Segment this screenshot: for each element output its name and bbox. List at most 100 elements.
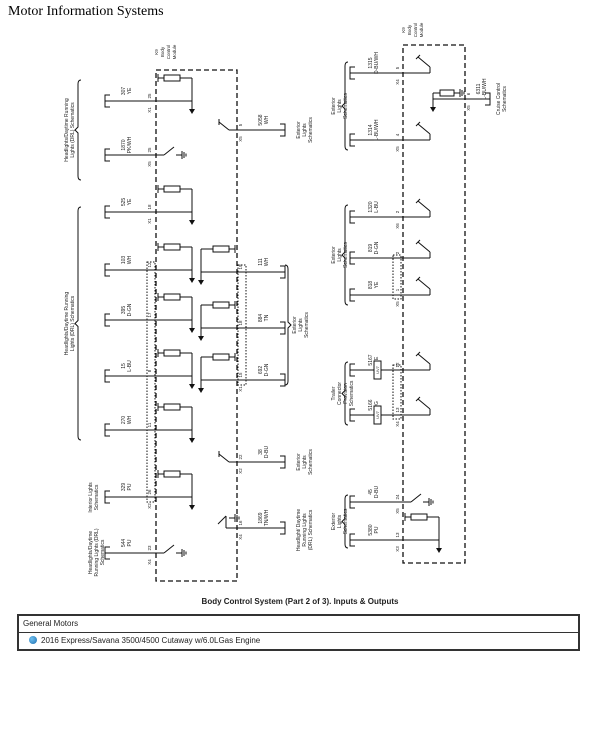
connector-label-line: X4 <box>238 534 243 540</box>
connector-label-line: X5 <box>395 146 400 152</box>
connector-label: X5 <box>395 146 400 152</box>
group-label: Headlights/DaytimeRunning Lights (DRL)Sc… <box>88 528 106 576</box>
wire-label: 5166OG <box>368 399 380 410</box>
pin-label: 5 <box>395 66 400 69</box>
vehicle-row[interactable]: 2016 Express/Savana 3500/4500 Cutaway w/… <box>19 632 578 649</box>
connector-outline <box>146 261 156 503</box>
body-control-module-box <box>155 69 238 582</box>
pin-label-line: 2 <box>395 210 400 213</box>
group-label-line: Headlight/ Daytime <box>296 509 302 551</box>
wire-label: 884TN <box>258 314 270 323</box>
wire-label-line: 111 <box>258 258 264 266</box>
pin-label: 17 <box>147 312 152 318</box>
wire-label-line: 270 <box>121 416 127 425</box>
connector-label: X4 <box>147 559 152 565</box>
wire-label-line: 5167 <box>368 354 374 365</box>
wire-label-line: L-BU/WH <box>482 78 488 100</box>
wire-label-line: WH <box>264 115 270 124</box>
pin-label-line: 23 <box>147 545 152 551</box>
group-label-line: Headlights/Daytime Running <box>64 292 70 356</box>
pin-label-line: 17 <box>147 312 152 318</box>
group-label-line: Exterior <box>331 513 337 531</box>
group-label: Headlights/Daytime RunningLights (DRL) S… <box>64 292 76 356</box>
wire-label-line: L-BU <box>374 201 380 213</box>
wire-label-line: 819 <box>368 244 374 253</box>
wire-label-line: D-BU/WH <box>374 52 380 74</box>
pin-label-line: 13 <box>395 407 400 413</box>
wire-label-line: 307 <box>121 87 127 96</box>
module-label: K9BodyControlModule <box>154 44 177 59</box>
group-label: Interior LightsSchematics <box>88 482 100 513</box>
group-label-line: Lights <box>337 248 343 262</box>
switch-icon <box>410 493 422 503</box>
group-label: ExteriorLightsSchematics <box>296 449 314 475</box>
pin-label-line: 11 <box>147 422 152 427</box>
group-label-line: Provision <box>343 383 349 404</box>
vehicle-link[interactable]: 2016 Express/Savana 3500/4500 Cutaway w/… <box>41 636 261 645</box>
pin-label-line: 15 <box>238 372 243 378</box>
wire-label-line: 544 <box>121 539 127 548</box>
connector-outline <box>392 254 402 300</box>
group-label-line: Interior Lights <box>88 482 94 513</box>
connector-label-line: X2 <box>147 503 152 509</box>
connector-label: X2 <box>147 503 152 509</box>
switch-icon <box>415 198 421 204</box>
pin-label-line: 8 <box>147 369 152 372</box>
pin-label: 26 <box>147 489 152 495</box>
wire-label-line: 692 <box>258 366 264 375</box>
brace <box>341 204 349 306</box>
connector-label-line: X5 <box>147 161 152 167</box>
group-label-line: Schematics <box>100 539 106 565</box>
wire-label-line: 1320 <box>368 201 374 212</box>
ground-icon <box>229 514 240 522</box>
inline-device <box>373 360 382 380</box>
connector-outline <box>392 364 402 420</box>
pin-label: 11 <box>147 422 152 427</box>
connector-label: X5 <box>147 161 152 167</box>
pin-label: 6 <box>466 92 471 95</box>
group-label-line: Exterior <box>292 316 298 334</box>
wire-label: 1869TN/WH <box>258 509 270 526</box>
resistor-icon <box>212 353 230 361</box>
pin-label-line: 5 <box>395 66 400 69</box>
module-label: K9BodyControlModule <box>401 22 424 37</box>
wire-label: 525YE <box>121 198 133 207</box>
pin-label-line: 18 <box>147 204 152 210</box>
resistor-icon <box>163 74 181 82</box>
group-label-line: Lights <box>302 455 308 469</box>
resistor-icon <box>163 403 181 411</box>
wire-label-line: D-GN <box>264 363 270 376</box>
switch-icon <box>417 200 431 212</box>
wire-label-line: WH <box>127 415 133 424</box>
connector-label: X4 <box>395 79 400 85</box>
arrow-icon <box>189 328 195 333</box>
arrow-icon <box>189 220 195 225</box>
connector-label-line: X6 <box>395 223 400 229</box>
connector-label: X3 <box>395 546 400 552</box>
connector-label-line: X5 <box>466 105 471 111</box>
brace <box>341 61 349 151</box>
switch-icon <box>163 544 175 554</box>
group-label-line: Schematics <box>308 449 314 475</box>
arrow-icon <box>189 109 195 114</box>
connector-label-line: X5 <box>395 508 400 514</box>
resistor-icon <box>410 513 428 521</box>
group-label: Cruise ControlSchematics <box>496 83 508 115</box>
brace <box>74 79 82 181</box>
page-header: Motor Information Systems <box>8 4 164 19</box>
group-label-line: Headlights/Daytime Running <box>64 98 70 162</box>
wire-label: 329PU <box>121 483 133 492</box>
wire-label-line: PU <box>374 526 380 533</box>
wire-label-line: PU <box>127 483 133 490</box>
wire-label-line: YE <box>127 198 133 205</box>
group-label-line: Running Lights <box>302 513 308 547</box>
inline-label: UV7 <box>375 365 380 374</box>
group-label-line: Lights (DRL) Schematics <box>70 295 76 351</box>
switch-icon <box>415 351 421 357</box>
arrow-icon <box>198 336 204 341</box>
module-label-line: K9 <box>401 27 406 33</box>
pin-label: 16 <box>238 520 243 526</box>
connector-label: X5 <box>466 105 471 111</box>
group-label: Headlights/Daytime RunningLights (DRL) S… <box>64 98 76 162</box>
switch-icon <box>218 453 230 463</box>
